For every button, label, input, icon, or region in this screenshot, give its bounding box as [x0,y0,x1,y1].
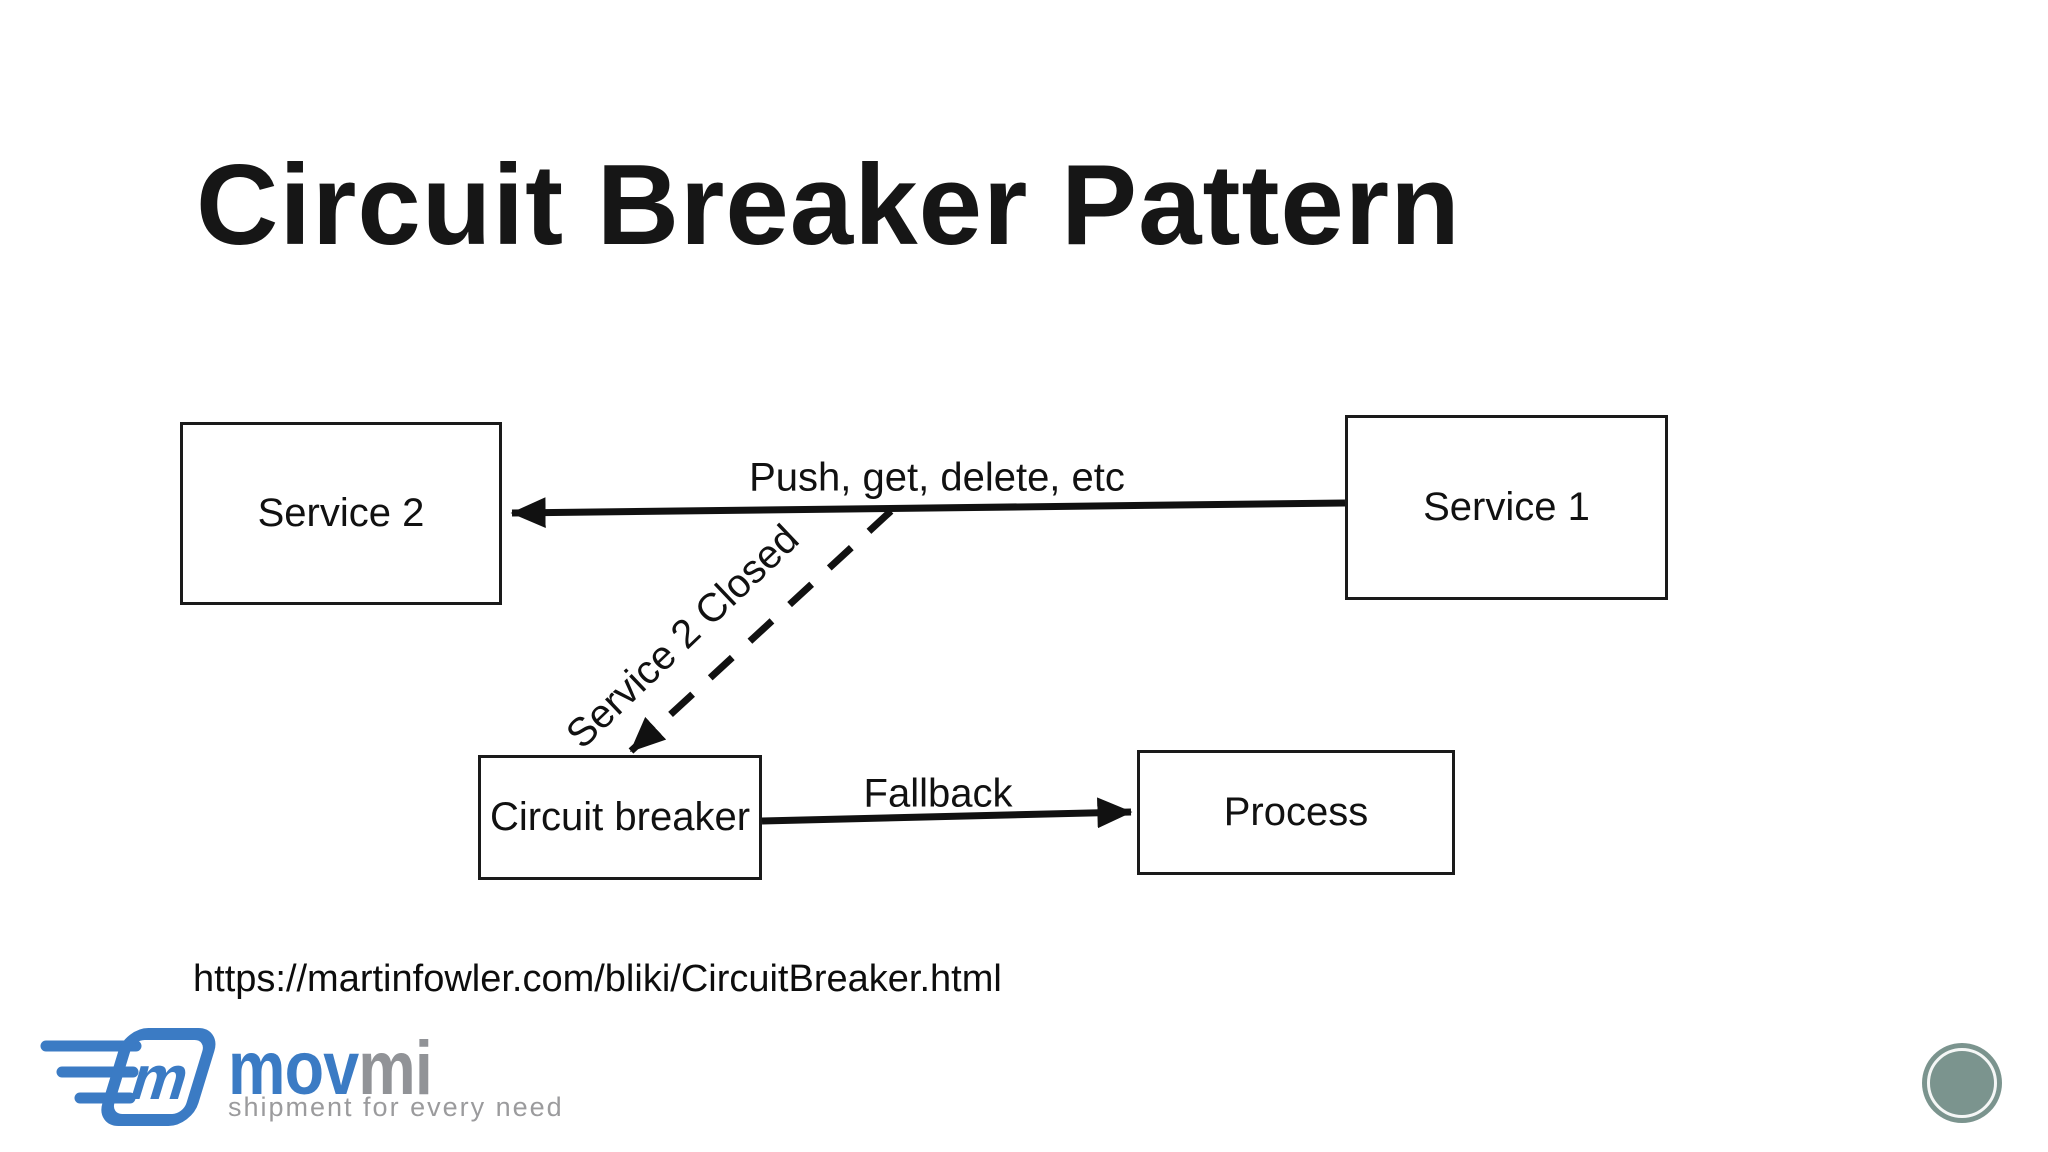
box-circuit-breaker-label: Circuit breaker [489,795,751,839]
box-process-label: Process [1223,790,1369,834]
arrow-dashed-service2-closed [628,508,894,754]
page-title: Circuit Breaker Pattern [196,142,1461,269]
box-service-1: Service 1 [1345,415,1668,600]
webcam-bubble-ring [1927,1048,1997,1118]
webcam-bubble [1922,1043,2002,1123]
box-service-1-label: Service 1 [1423,485,1590,529]
box-circuit-breaker: Circuit breaker [478,755,762,880]
movmi-wordmark-mi: mi [358,1026,433,1111]
movmi-logo-icon: m [40,1028,216,1126]
reference-url-text: https://martinfowler.com/bliki/CircuitBr… [193,958,1002,1000]
arrow-service1-to-service2 [510,497,1346,528]
movmi-wordmark-mov: mov [228,1026,359,1111]
box-process: Process [1137,750,1455,875]
arrow-circuitbreaker-to-process [761,797,1133,829]
movmi-wordmark: movmi [228,1031,433,1107]
arrow-label-fallback: Fallback [863,771,1013,816]
movmi-tagline: shipment for every need [228,1092,564,1122]
box-service-2-label: Service 2 [257,491,425,535]
logo-badge-outline [101,1028,216,1126]
box-service-2: Service 2 [180,422,502,605]
arrow-label-push-get-delete: Push, get, delete, etc [749,455,1125,500]
